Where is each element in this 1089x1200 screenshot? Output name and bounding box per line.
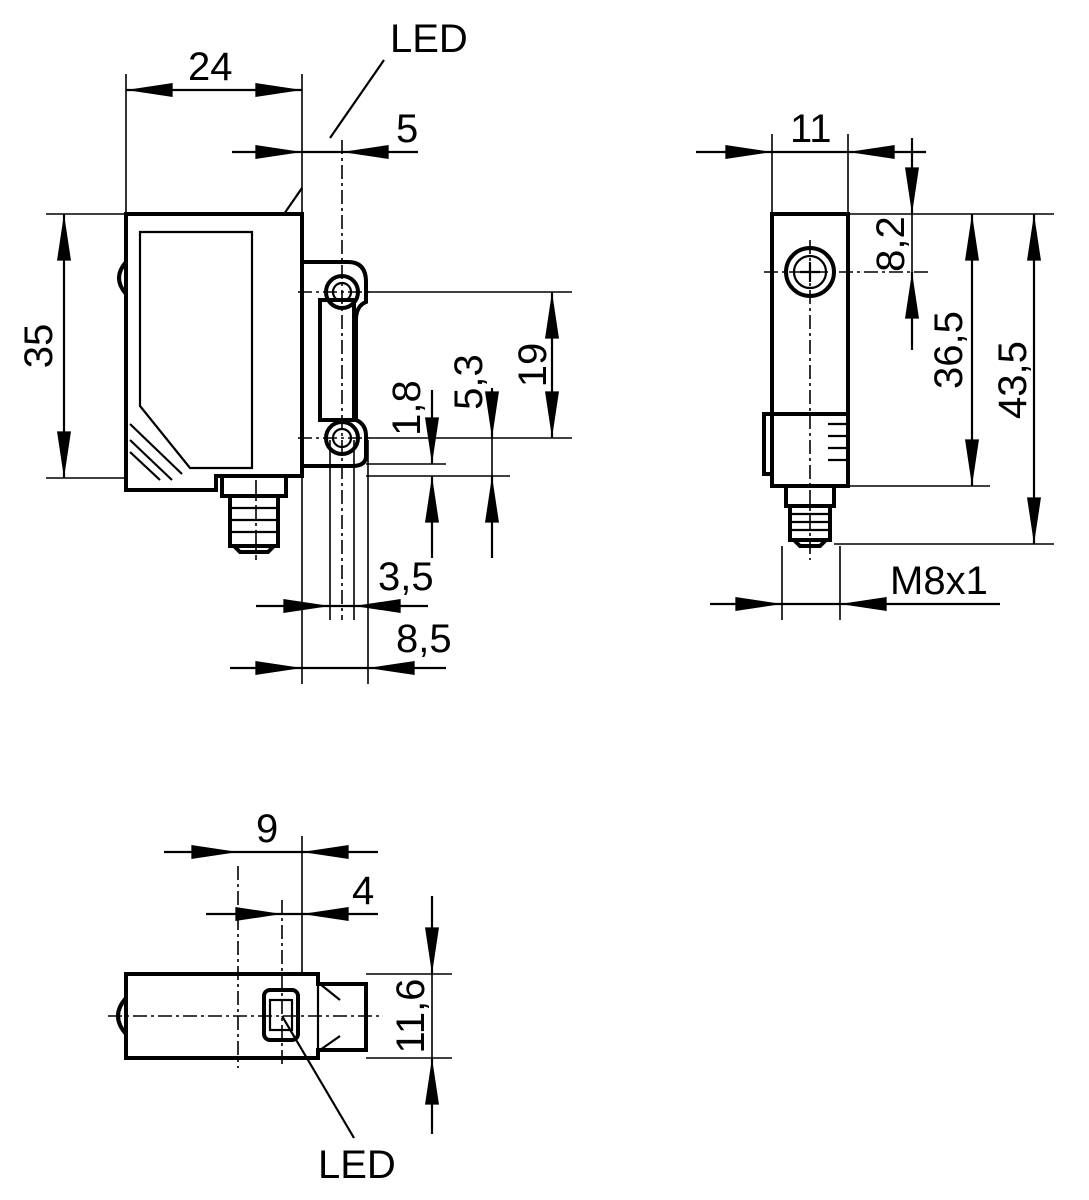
connector: [220, 474, 288, 554]
dim-43-5-label: 43,5: [991, 341, 1035, 419]
top-view: 9 4 11,6 LED: [108, 807, 452, 1187]
sensor-body: [124, 212, 304, 492]
dim-19-label: 19: [511, 343, 555, 388]
dim-4-label: 4: [352, 869, 374, 913]
dim-11-6-label: 11,6: [389, 979, 433, 1054]
top-body: [124, 972, 368, 1060]
optical-window: [138, 230, 254, 470]
front-view: 11 8,2 36,5 43,5 M8x1: [696, 107, 1054, 620]
dim-8-2-label: 8,2: [869, 216, 913, 272]
led-label-side: LED: [390, 17, 468, 61]
dim-35-label: 35: [17, 324, 61, 369]
lens-bump: [117, 260, 128, 296]
dim-24-label: 24: [188, 45, 233, 89]
dim-36-5-label: 36,5: [927, 311, 971, 389]
dim-8-5-label: 8,5: [396, 617, 452, 661]
dim-1-8-label: 1,8: [385, 380, 429, 436]
dim-9-label: 9: [256, 807, 278, 851]
dim-3-5-label: 3,5: [378, 555, 434, 599]
led-window-top: [262, 988, 300, 1042]
side-view: 24 LED 5 35 19 5,3 1,8 3,5 8,5: [17, 17, 572, 684]
dim-5-label: 5: [396, 107, 418, 151]
dim-5-3-label: 5,3: [447, 354, 491, 410]
led-label-top: LED: [318, 1143, 396, 1187]
dim-11-label: 11: [790, 107, 832, 151]
thread-label: M8x1: [890, 559, 988, 603]
